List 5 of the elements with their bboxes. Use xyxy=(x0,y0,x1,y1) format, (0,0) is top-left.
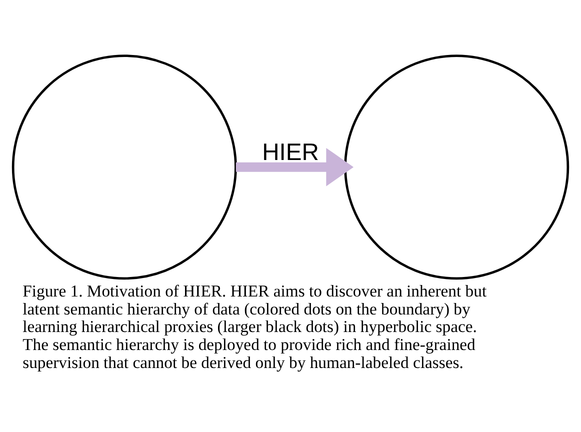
edge-label: HIER xyxy=(262,138,319,166)
node-circle xyxy=(12,54,237,280)
arrow xyxy=(236,147,354,186)
caption: Figure 1. Motivation of HIER. HIER aims to discover an inherent but latent semantic hierarchy of data (colored dots on the boundary) by learning hierarchical proxies (larger black dots) in hyperbolic space. The semantic hierarchy is deployed to provide rich and fine-grained supervision that cannot be derived only by human-labeled classes. xyxy=(22,281,487,372)
node-circle xyxy=(344,54,570,280)
